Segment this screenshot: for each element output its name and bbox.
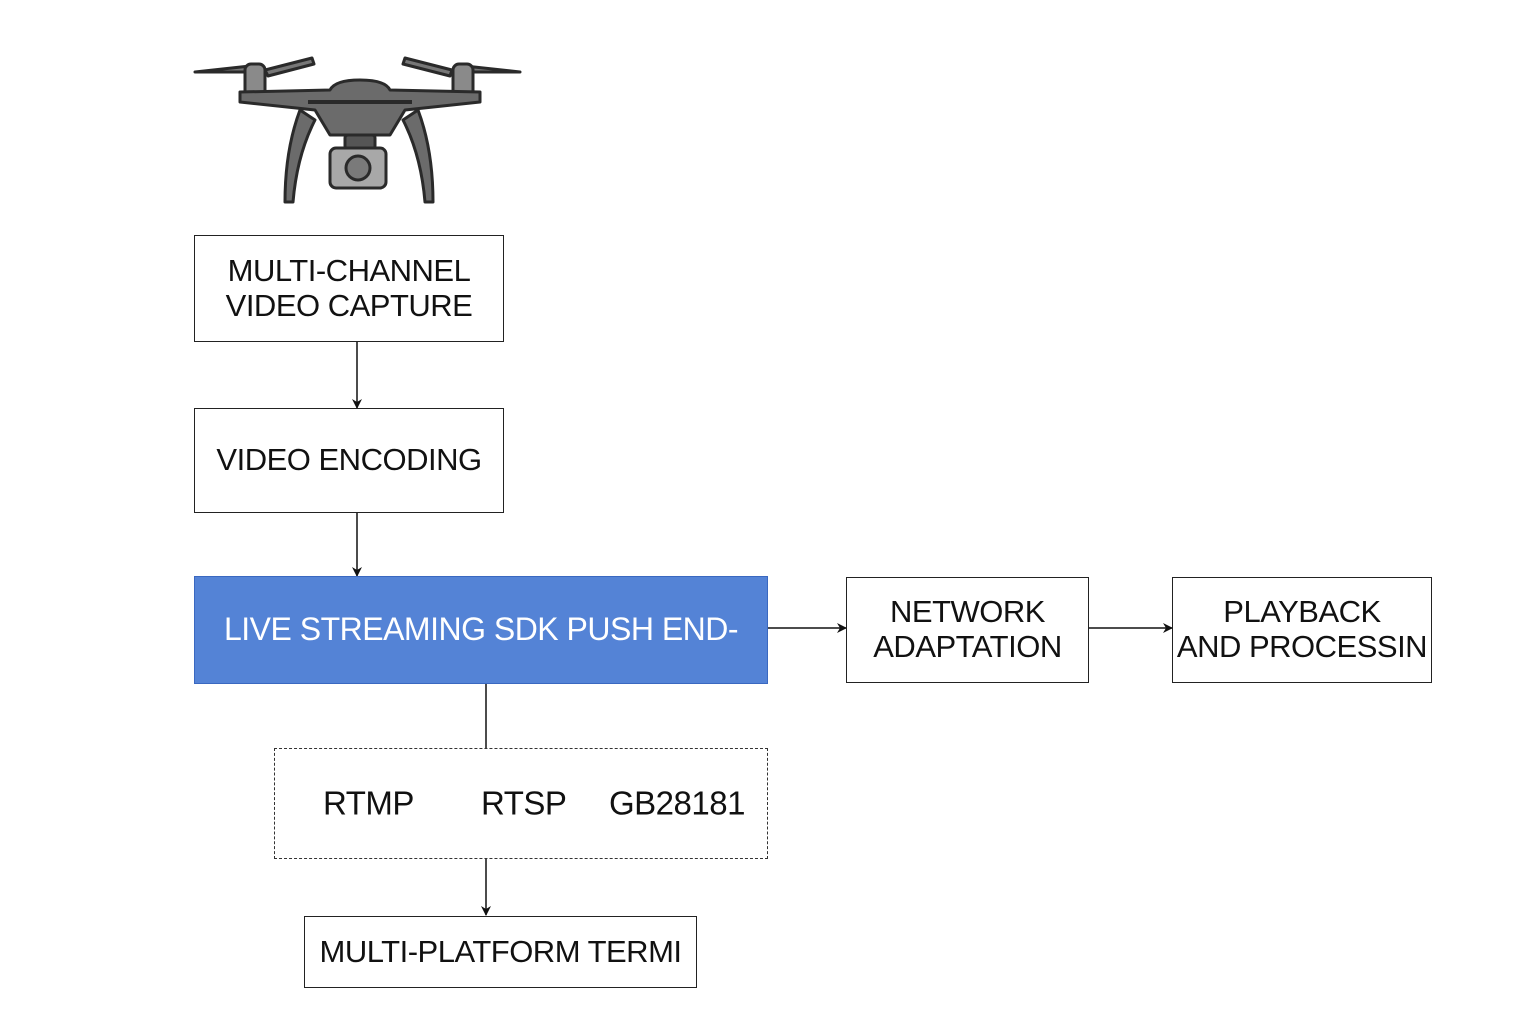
node-live-streaming-sdk-push: LIVE STREAMING SDK PUSH END- [194,576,768,684]
node-label: VIDEO ENCODING [216,442,482,478]
protocol-rtsp: RTSP [481,784,567,822]
node-label: LIVE STREAMING SDK PUSH END- [223,611,739,648]
protocol-gb28181: GB28181 [609,784,745,822]
protocol-rtmp: RTMP [323,784,414,822]
node-network-adaptation: NETWORK ADAPTATION [846,577,1089,683]
node-label-line2: AND PROCESSIN [1176,629,1428,664]
node-label-line1: NETWORK [890,594,1045,630]
node-label-line2: VIDEO CAPTURE [225,287,473,323]
node-playback-and-processing: PLAYBACK AND PROCESSIN [1172,577,1432,683]
node-multi-platform-terminal: MULTI-PLATFORM TERMI [304,916,697,988]
node-multi-channel-video-capture: MULTI-CHANNEL VIDEO CAPTURE [194,235,504,342]
node-video-encoding: VIDEO ENCODING [194,408,504,513]
drone-icon [193,56,522,204]
node-protocols-group: RTMP RTSP GB28181 [274,748,768,859]
node-label-line2: ADAPTATION [873,629,1062,664]
node-label-line1: MULTI-CHANNEL [227,252,471,288]
node-label: MULTI-PLATFORM TERMI [319,933,683,969]
node-label-line1: PLAYBACK [1223,594,1381,630]
